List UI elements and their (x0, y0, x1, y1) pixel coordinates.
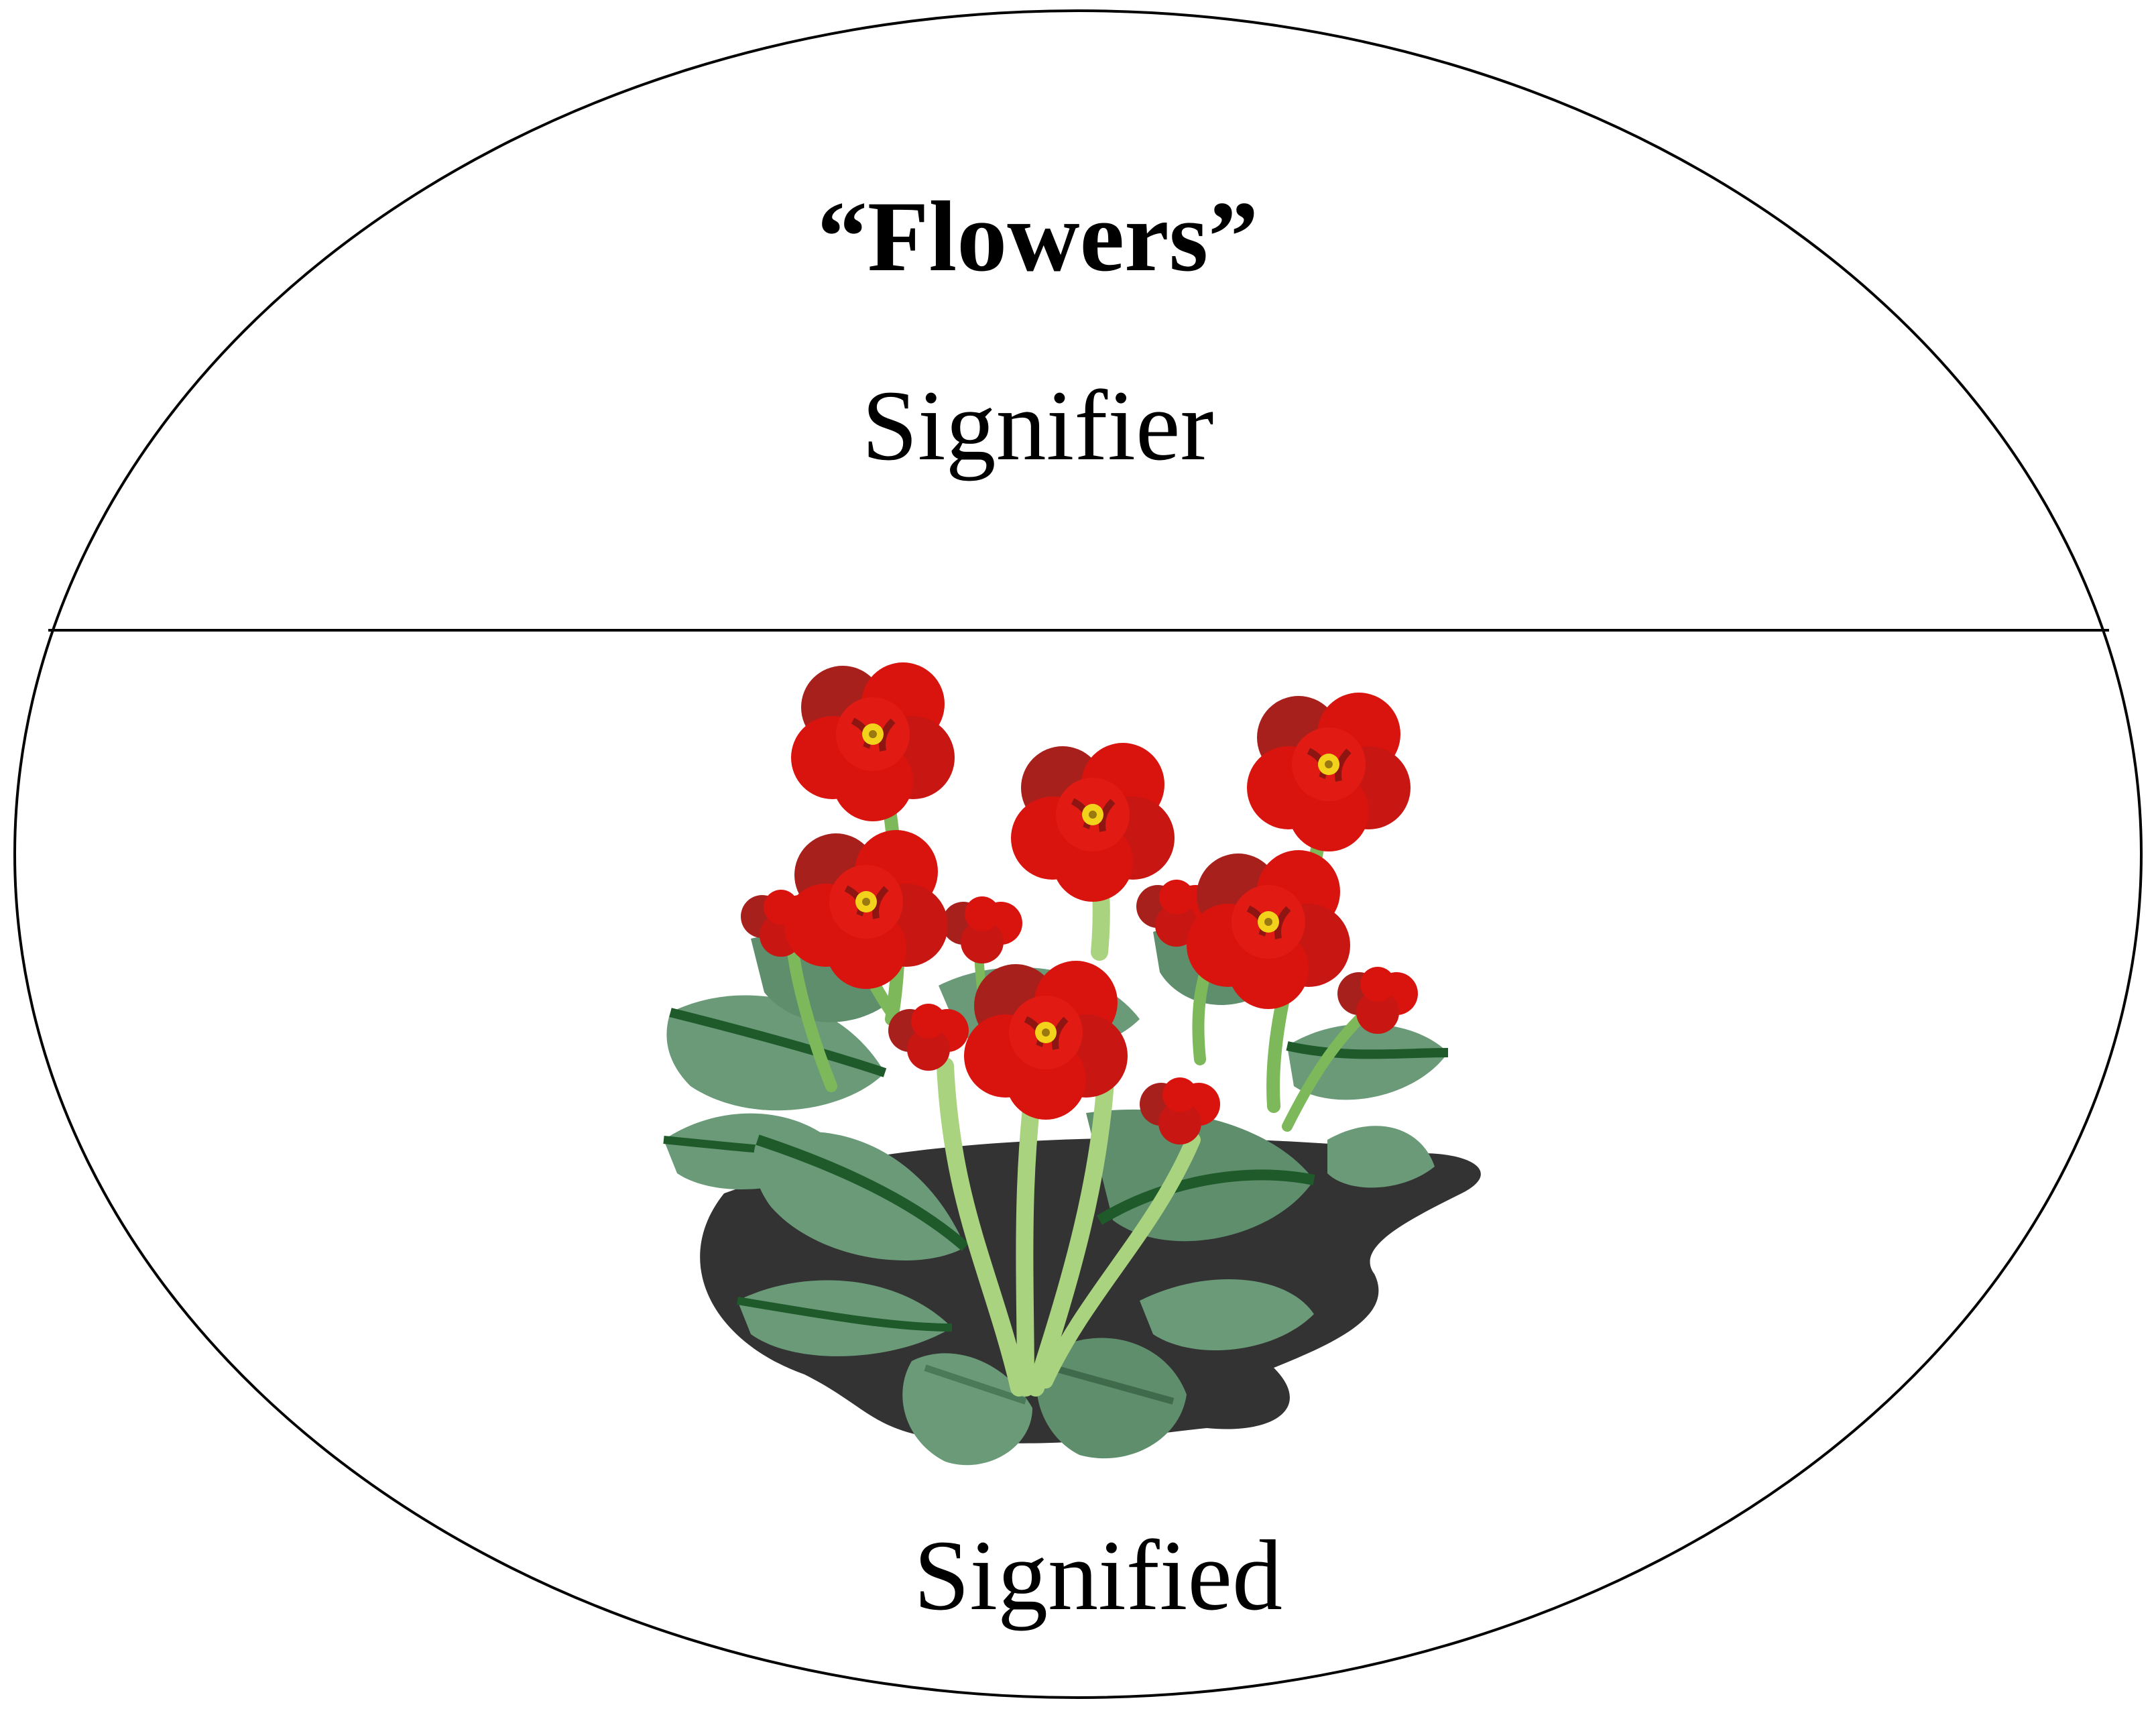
word-label: “Flowers” (817, 181, 1259, 292)
signified-label: Signified (914, 1520, 1282, 1631)
signifier-label: Signifier (861, 370, 1214, 481)
flower-bush-icon (663, 662, 1481, 1466)
